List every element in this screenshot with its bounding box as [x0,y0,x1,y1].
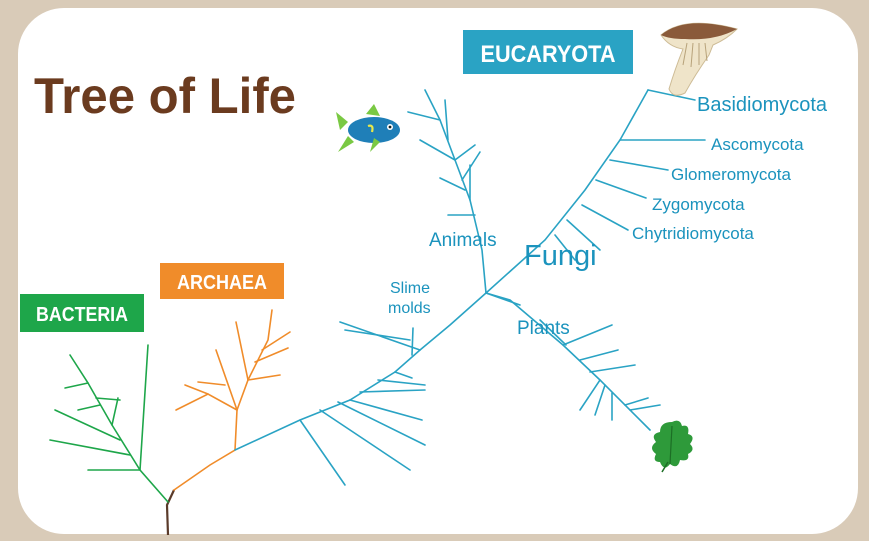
archaea-label: ARCHAEA [177,272,267,294]
eukaryota-label: EUCARYOTA [481,41,616,68]
bacteria-branches [50,345,168,502]
oak-leaf-icon [652,421,693,472]
archaea-banner: ARCHAEA [160,263,284,299]
slime-molds-label-line2: molds [388,300,431,317]
phylum-label: Zygomycota [652,195,745,214]
phylum-label: Glomeromycota [671,165,792,184]
phylum-label: Chytridiomycota [632,224,754,243]
animals-label: Animals [429,230,497,251]
fish-icon [336,104,400,152]
slime-molds-label-line1: Slime [390,280,430,297]
archaea-branches [174,310,290,490]
phylum-label: Ascomycota [711,135,804,154]
phylum-label: Basidiomycota [697,94,828,116]
page-title: Tree of Life [34,68,296,124]
eukaryota-banner: EUCARYOTA [463,30,633,74]
fungi-label: Fungi [524,240,597,272]
tree-root [167,490,174,535]
mushroom-icon [661,23,737,95]
bacteria-banner: BACTERIA [20,294,144,332]
plants-label: Plants [517,318,570,339]
bacteria-label: BACTERIA [36,304,128,326]
eukaryota-branches [235,90,705,485]
